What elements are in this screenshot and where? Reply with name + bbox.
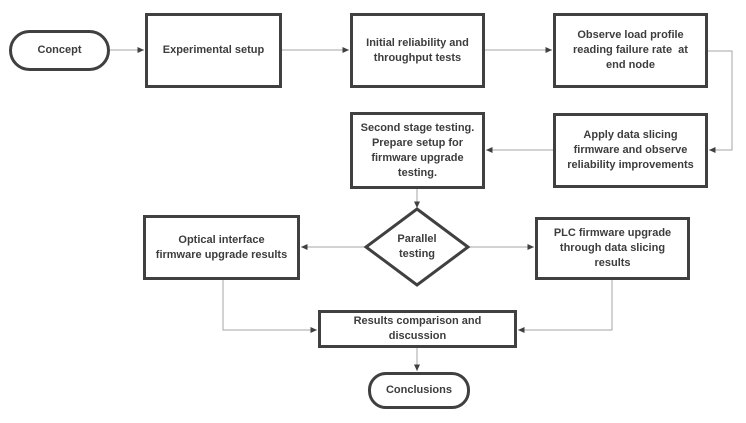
node-second-stage-label: Second stage testing. Prepare setup for … [360,121,475,179]
node-parallel-testing: Parallel testing [367,231,467,263]
connector-observe-load-to-apply-slicing [708,50,733,153]
node-parallel-testing-shape [363,207,471,287]
node-apply-slicing: Apply data slicing firmware and observe … [553,113,708,188]
node-experimental-setup: Experimental setup [145,13,282,88]
node-conclusions: Conclusions [368,372,470,409]
node-initial-tests-label: Initial reliability and throughput tests [366,36,469,64]
connector-optical-results-to-results-comparison [222,280,317,333]
node-concept-label: Concept [37,44,82,56]
node-initial-tests: Initial reliability and throughput tests [350,13,485,88]
node-results-comparison-label: Results comparison and discussion [353,315,482,342]
node-observe-load-label: Observe load profile reading failure rat… [573,29,688,71]
node-plc-results-label: PLC firmware upgrade through data slicin… [553,227,672,269]
node-parallel-testing-label: Parallel testing [397,233,437,260]
node-optical-results-label: Optical interface firmware upgrade resul… [155,233,288,261]
connector-plc-results-to-results-comparison [518,280,613,333]
node-apply-slicing-label: Apply data slicing firmware and observe … [567,129,694,171]
node-conclusions-label: Conclusions [385,384,452,396]
node-second-stage: Second stage testing. Prepare setup for … [350,112,485,189]
node-observe-load: Observe load profile reading failure rat… [553,13,708,88]
node-optical-results: Optical interface firmware upgrade resul… [143,215,300,280]
node-plc-results: PLC firmware upgrade through data slicin… [535,217,690,280]
node-experimental-setup-label: Experimental setup [162,44,265,56]
node-results-comparison: Results comparison and discussion [318,310,517,348]
node-concept: Concept [9,30,110,71]
